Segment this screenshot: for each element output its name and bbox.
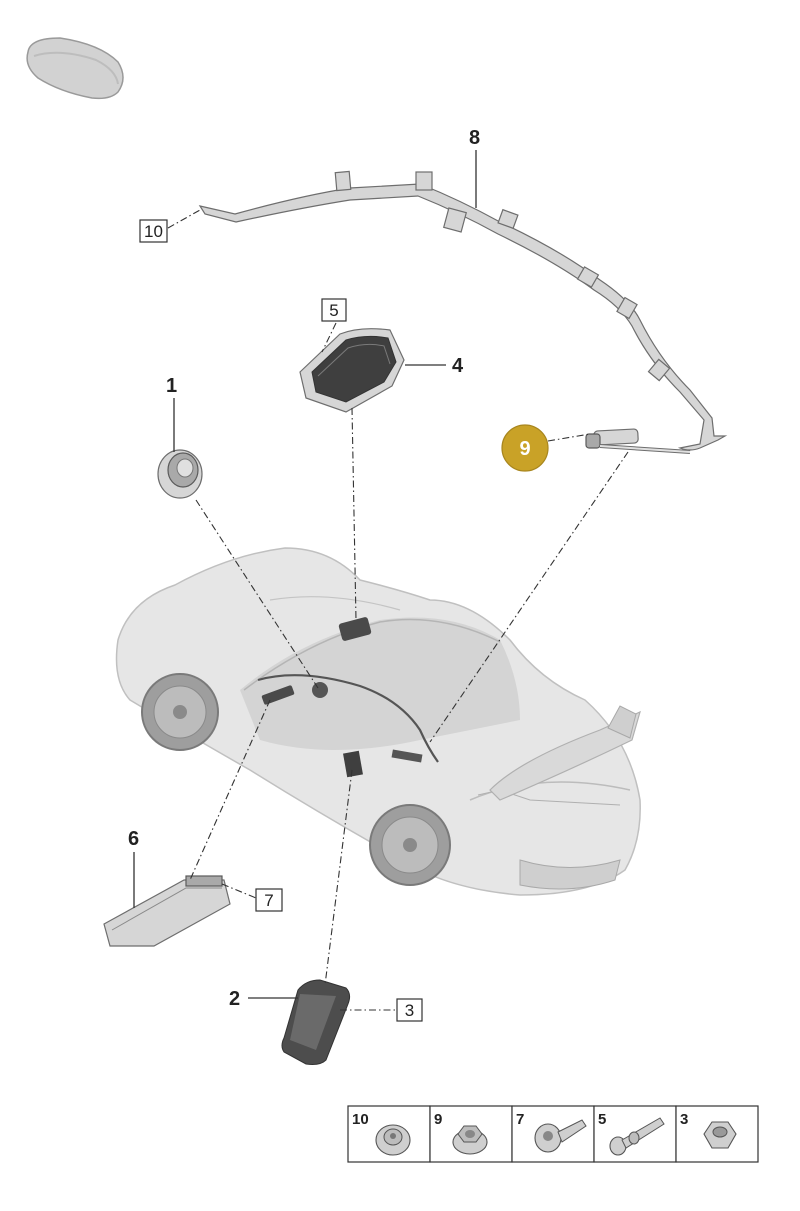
callout-1: 1 bbox=[166, 375, 177, 397]
ref-box-5[interactable]: 5 bbox=[321, 298, 347, 322]
front-wheel bbox=[141, 673, 219, 751]
hardware-cell-9[interactable]: 9 bbox=[434, 1111, 488, 1155]
gas-generator[interactable] bbox=[585, 428, 691, 454]
hex-flange-nut-icon bbox=[452, 1125, 488, 1155]
callout-6: 6 bbox=[128, 828, 139, 850]
svg-text:7: 7 bbox=[264, 891, 273, 910]
svg-text:10: 10 bbox=[352, 1111, 369, 1128]
torx-bolt-icon bbox=[534, 1119, 587, 1153]
svg-text:9: 9 bbox=[434, 1111, 442, 1128]
airbag-module[interactable] bbox=[299, 328, 405, 413]
ref-box-7[interactable]: 7 bbox=[255, 888, 283, 912]
svg-text:10: 10 bbox=[144, 222, 163, 241]
car-thumbnail-icon[interactable] bbox=[26, 37, 124, 100]
callout-8: 8 bbox=[469, 127, 480, 149]
svg-text:3: 3 bbox=[680, 1111, 688, 1128]
svg-text:3: 3 bbox=[405, 1001, 414, 1020]
side-airbag[interactable] bbox=[103, 875, 231, 947]
collar-nut-icon bbox=[375, 1124, 411, 1156]
hardware-cell-10[interactable]: 10 bbox=[352, 1111, 411, 1156]
svg-text:5: 5 bbox=[329, 301, 338, 320]
callout-9: 9 bbox=[519, 438, 530, 460]
hardware-cell-5[interactable]: 5 bbox=[598, 1111, 665, 1156]
svg-text:7: 7 bbox=[516, 1111, 524, 1128]
ref-box-3[interactable]: 3 bbox=[396, 998, 423, 1022]
vehicle-illustration bbox=[115, 547, 641, 896]
long-bolt-icon bbox=[609, 1117, 665, 1156]
svg-text:5: 5 bbox=[598, 1111, 606, 1128]
hardware-cell-7[interactable]: 7 bbox=[516, 1111, 587, 1153]
callout-9-badge[interactable]: 9 bbox=[501, 424, 549, 472]
rear-wheel bbox=[369, 804, 451, 886]
hardware-table: 10 9 7 5 bbox=[347, 1105, 759, 1163]
round-sensor[interactable] bbox=[157, 449, 203, 499]
callout-4: 4 bbox=[452, 355, 464, 377]
hardware-cell-3[interactable]: 3 bbox=[680, 1111, 737, 1149]
pressure-sensor-plate[interactable] bbox=[281, 979, 351, 1065]
curtain-airbag-rail[interactable] bbox=[198, 170, 728, 451]
callout-2: 2 bbox=[229, 988, 240, 1010]
ref-box-10[interactable]: 10 bbox=[139, 219, 168, 243]
hex-nut-icon bbox=[703, 1121, 737, 1149]
